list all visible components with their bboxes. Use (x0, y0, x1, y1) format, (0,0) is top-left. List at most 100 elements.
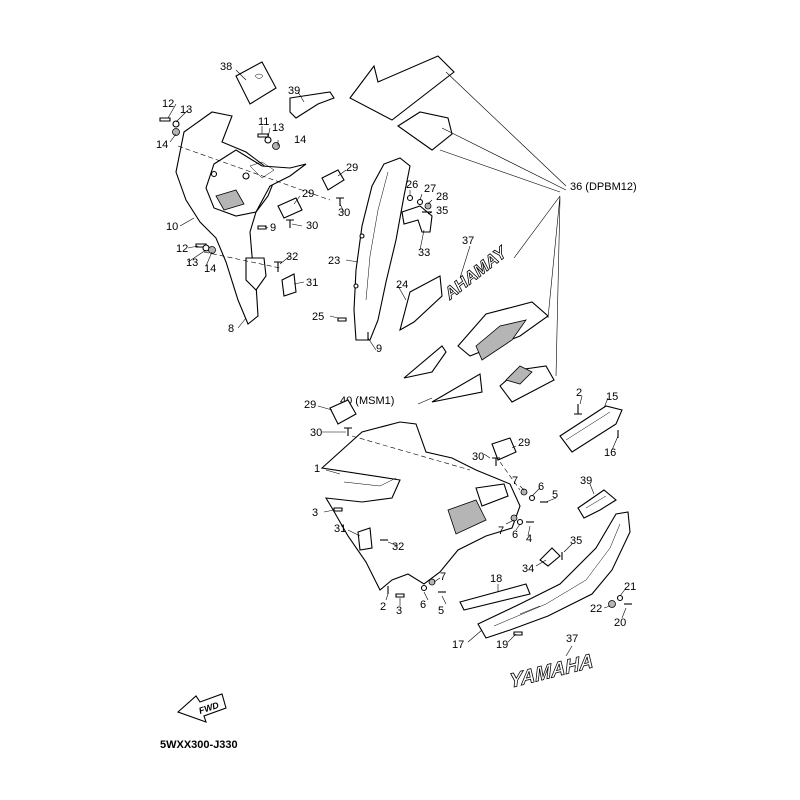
screw-32-icon (274, 261, 282, 272)
callout-31: 31 (334, 523, 346, 535)
callout-39: 39 (288, 85, 300, 97)
part-1-lower-cowl (320, 421, 521, 591)
callout-6: 6 (512, 529, 518, 541)
callout-20: 20 (614, 617, 626, 629)
callout-29: 29 (304, 399, 316, 411)
callout-29: 29 (518, 437, 530, 449)
part-10-vent (215, 189, 245, 211)
part-1-vent (447, 499, 487, 535)
part-1-duct (475, 483, 509, 507)
washer-6-icon (420, 584, 428, 592)
callout-30: 30 (338, 207, 350, 219)
fastener-icon (359, 233, 365, 239)
part-29-bracket (329, 399, 357, 425)
part-39-bracket (289, 91, 335, 119)
callout-7: 7 (498, 525, 504, 537)
callout-28: 28 (436, 191, 448, 203)
grommet-14-icon (272, 142, 280, 150)
screw-12-icon (159, 117, 171, 122)
drawing-code: 5WXX300-J330 (160, 739, 238, 751)
decal-side-stripe-shaded (475, 319, 527, 361)
part-17-under-cowl (477, 511, 631, 639)
under-cowl-assembly: 2 15 16 39 35 34 18 21 22 20 17 19 37 YA… (452, 387, 636, 693)
fastener-icon (353, 283, 359, 289)
callout-17: 17 (452, 639, 464, 651)
part-29-bracket (321, 169, 345, 191)
callout-6: 6 (538, 481, 544, 493)
washer-26-icon (406, 194, 414, 202)
washer-21-icon (616, 594, 624, 602)
decal-triangle (403, 345, 447, 379)
callout-4: 4 (526, 533, 532, 545)
callout-24: 24 (396, 279, 408, 291)
callout-18: 18 (490, 573, 502, 585)
part-18-rod (459, 583, 531, 611)
part-17-rib (519, 605, 541, 615)
washer-6-icon (516, 518, 524, 526)
part-1-inner-edge (343, 477, 397, 487)
fastener-icon (242, 172, 250, 180)
washer-13-icon (172, 120, 180, 128)
callout-26: 26 (406, 179, 418, 191)
callout-30: 30 (310, 427, 322, 439)
callout-39: 39 (580, 475, 592, 487)
part-15-panel (559, 405, 623, 453)
callout-33: 33 (418, 247, 430, 259)
part-39-bracket (577, 489, 617, 519)
callout-2: 2 (576, 387, 582, 399)
callout-10: 10 (166, 221, 178, 233)
callout-8: 8 (228, 323, 234, 335)
grommet-7-icon (428, 578, 436, 586)
callout-15: 15 (606, 391, 618, 403)
washer-27-icon (416, 198, 424, 206)
callout-14: 14 (294, 134, 306, 146)
callout-23: 23 (328, 255, 340, 267)
grommet-28-icon (424, 202, 432, 210)
part-10-upper-cowl (175, 111, 277, 325)
clip-30-icon (336, 197, 344, 206)
part-8-mount (245, 257, 267, 291)
callout-25: 25 (312, 311, 324, 323)
side-panel-assembly: 26 27 28 35 33 23 24 25 9 (312, 157, 448, 355)
screw-2-icon (574, 404, 582, 415)
callout-14: 14 (204, 263, 216, 275)
callout-35: 35 (436, 205, 448, 217)
decal-rear-shaded (505, 365, 533, 385)
callout-29: 29 (346, 162, 358, 174)
decal-37-wordmark: YAMAHA (509, 650, 594, 693)
screw-11-icon (257, 133, 269, 138)
callout-5: 5 (438, 605, 444, 617)
part-38-hole (254, 73, 264, 79)
lower-cowling-assembly: 29 30 29 30 1 7 6 5 3 7 6 4 31 32 7 2 3 … (304, 399, 558, 617)
callout-13: 13 (186, 257, 198, 269)
screw-3-icon (333, 507, 343, 512)
callout-2: 2 (380, 601, 386, 613)
grommet-7-icon (520, 488, 528, 496)
clip-30-icon (286, 219, 294, 228)
decal-37-wordmark-mirrored: AHAMAY (440, 242, 512, 304)
callout-7: 7 (440, 571, 446, 583)
callout-3: 3 (312, 507, 318, 519)
part-29-bracket (491, 437, 517, 461)
callout-14: 14 (156, 139, 168, 151)
callout-34: 34 (522, 563, 534, 575)
callout-11: 11 (258, 116, 269, 128)
fwd-indicator: FWD (176, 693, 227, 723)
callout-16: 16 (604, 447, 616, 459)
callout-19: 19 (496, 639, 508, 651)
part-33-bracket (401, 205, 433, 233)
callout-40: 40 (MSM1) (340, 395, 394, 407)
clip-30-icon (344, 427, 352, 436)
callout-12: 12 (162, 98, 174, 110)
fastener-icon (210, 170, 218, 178)
callout-31: 31 (306, 277, 318, 289)
callout-32: 32 (392, 541, 404, 553)
callout-30: 30 (306, 220, 318, 232)
callout-32: 32 (286, 251, 298, 263)
screw-3-icon (395, 593, 405, 598)
callout-30: 30 (472, 451, 484, 463)
callout-9: 9 (376, 343, 382, 355)
callout-37: 37 (462, 235, 474, 247)
callout-29: 29 (302, 188, 314, 200)
